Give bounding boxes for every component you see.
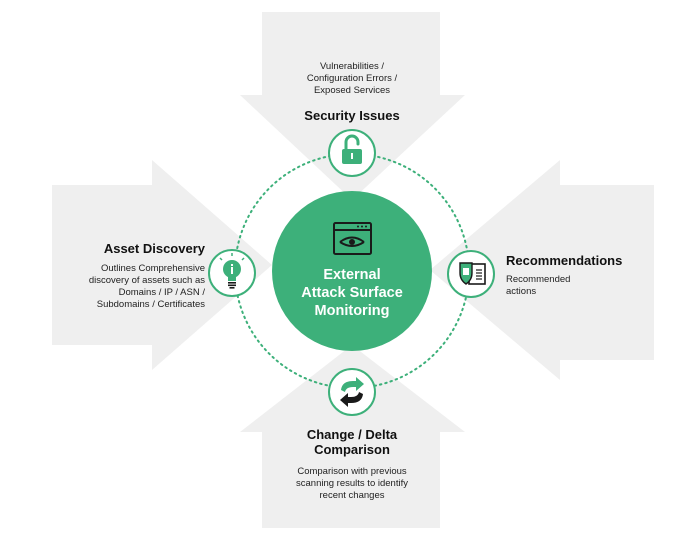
- security-issues-description: Vulnerabilities / Configuration Errors /…: [306, 61, 398, 96]
- shield-document-icon: [447, 250, 495, 298]
- top-arrow-shape: [240, 12, 465, 200]
- right-arrow-shape: [430, 160, 654, 380]
- unlocked-padlock-icon: [328, 129, 376, 177]
- center-circle: [272, 191, 432, 351]
- change-delta-description: Comparison with previous scanning result…: [296, 466, 408, 501]
- asset-discovery-description: Outlines Comprehensive discovery of asse…: [88, 263, 205, 310]
- eye-window-icon: [333, 222, 372, 255]
- change-delta-title: Change / Delta Comparison: [306, 427, 398, 457]
- recommendations-description: Recommended actions: [506, 274, 571, 297]
- refresh-arrows-icon: [328, 368, 376, 416]
- left-arrow-shape: [52, 160, 272, 370]
- bottom-arrow-shape: [240, 345, 465, 528]
- lightbulb-icon: [208, 249, 256, 297]
- security-issues-title: Security Issues: [304, 108, 400, 123]
- recommendations-title: Recommendations: [506, 253, 623, 268]
- asset-discovery-title: Asset Discovery: [103, 241, 205, 256]
- center-title: External Attack Surface Monitoring: [301, 267, 403, 319]
